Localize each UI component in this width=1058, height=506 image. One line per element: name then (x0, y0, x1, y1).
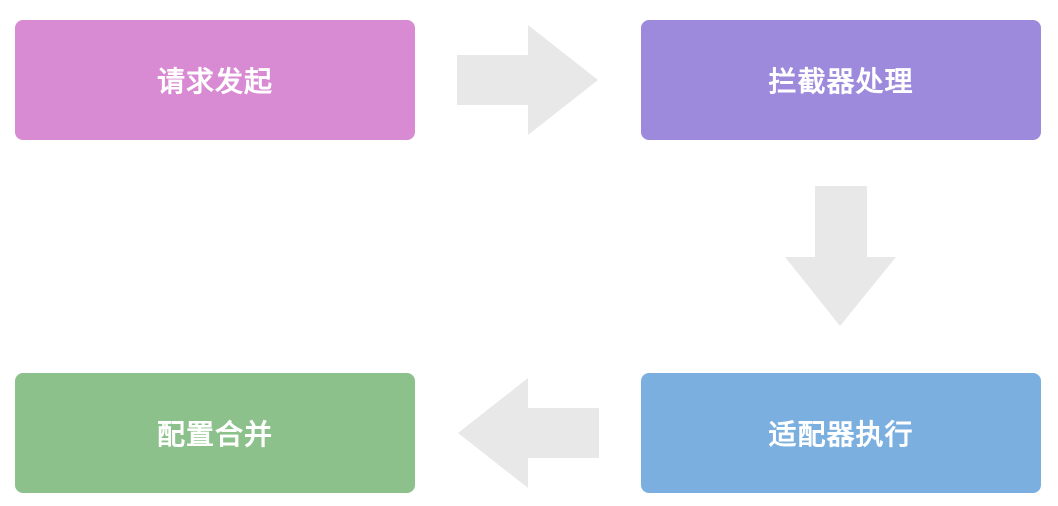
flow-node-request: 请求发起 (15, 20, 415, 140)
arrow-right-icon (457, 25, 598, 135)
arrow-down-icon (785, 186, 896, 326)
flow-node-config: 配置合并 (15, 373, 415, 493)
arrow-left-icon (458, 378, 599, 488)
flow-node-interceptor: 拦截器处理 (641, 20, 1041, 140)
flow-node-adapter: 适配器执行 (641, 373, 1041, 493)
